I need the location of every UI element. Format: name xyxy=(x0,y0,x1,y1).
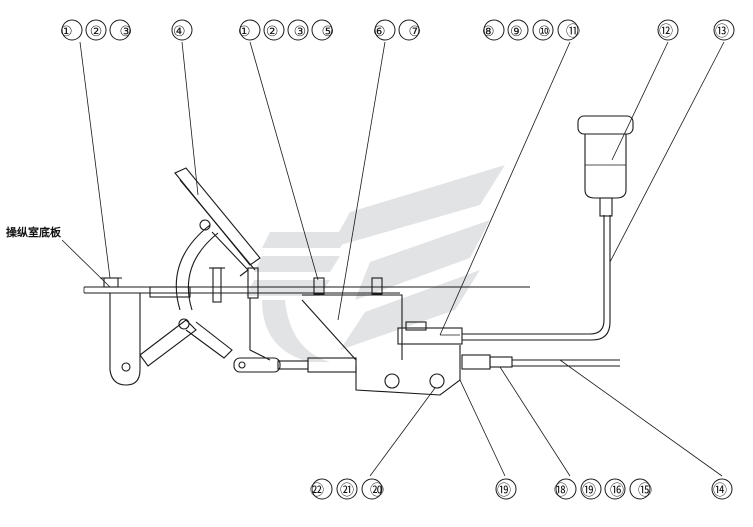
svg-text:④: ④ xyxy=(173,24,186,40)
svg-text:⑬: ⑬ xyxy=(715,24,729,40)
fluid-reservoir xyxy=(577,115,634,217)
svg-text:⑫: ⑫ xyxy=(659,24,673,40)
callout-12: ⑫ xyxy=(657,19,679,41)
svg-text:⑥⑦: ⑥⑦ xyxy=(373,24,421,40)
leader-lines xyxy=(79,41,725,477)
callout-18-19-16-15: ⑱⑲⑯⑮ xyxy=(554,478,652,500)
clutch-pedal xyxy=(174,167,261,311)
callout-4: ④ xyxy=(171,19,193,41)
callout-22-21-20: ㉒㉑⑳ xyxy=(310,478,384,500)
svg-text:㉒㉑⑳: ㉒㉑⑳ xyxy=(310,483,384,499)
svg-text:⑭: ⑭ xyxy=(713,483,727,499)
callout-14: ⑭ xyxy=(711,478,733,500)
callout-1-2-3-left: ①②③ xyxy=(60,19,132,41)
callout-13: ⑬ xyxy=(713,19,735,41)
callout-6-7: ⑥⑦ xyxy=(373,19,421,41)
watermark-logo xyxy=(246,165,505,362)
pedal-bracket xyxy=(100,277,233,386)
callout-1-2-3-5: ①②③⑤ xyxy=(238,19,334,41)
callout-19: ⑲ xyxy=(495,478,517,500)
floor-label: 操纵室底板 xyxy=(6,225,62,239)
svg-text:①②③: ①②③ xyxy=(60,24,132,40)
hydraulic-lines xyxy=(440,215,620,367)
master-cylinder-assembly xyxy=(233,267,513,396)
floor-label-leader xyxy=(61,239,111,288)
svg-text:⑲: ⑲ xyxy=(497,483,511,499)
callout-8-9-10-11: ⑧⑨⑩⑪ xyxy=(482,19,580,41)
